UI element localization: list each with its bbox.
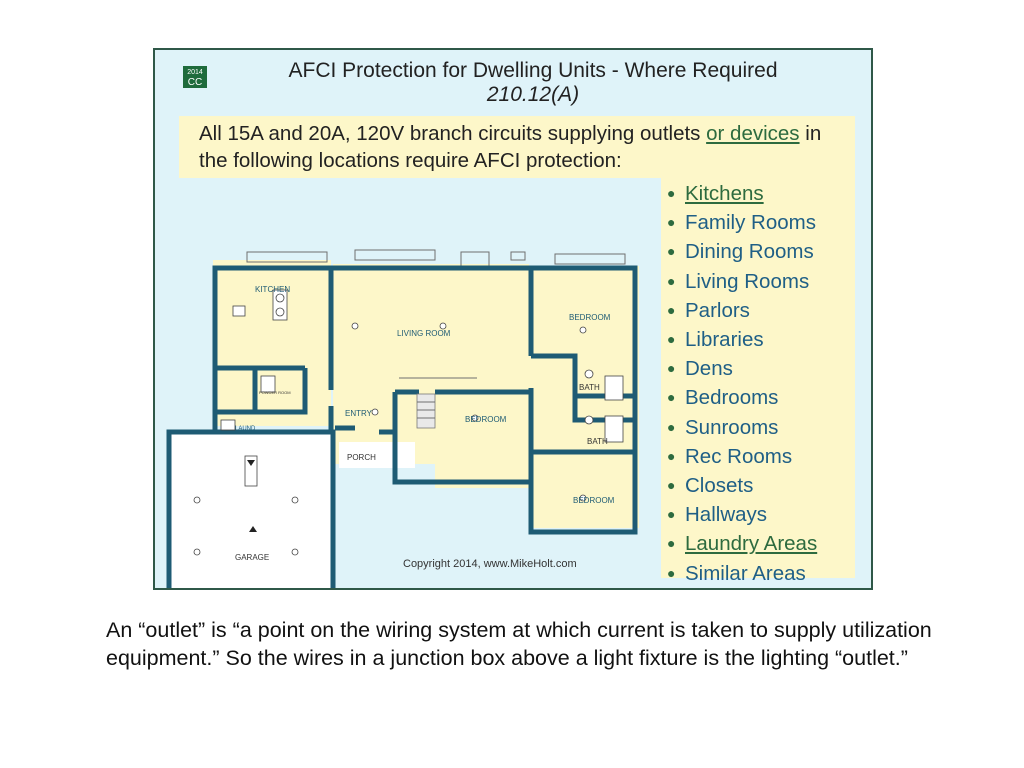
- location-item: ● Parlors: [667, 296, 817, 325]
- intro-before: All 15A and 20A, 120V branch circuits su…: [199, 122, 707, 145]
- location-item: ● Dining Rooms: [667, 237, 817, 266]
- location-item: ● Sunrooms: [667, 413, 817, 442]
- bullet-icon: ●: [667, 360, 676, 377]
- bullet-icon: ●: [667, 243, 676, 260]
- locations-list: ● Kitchens ● Family Rooms ● Dining Rooms ● Livi…: [667, 179, 817, 588]
- location-item: ● Bedrooms: [667, 383, 817, 412]
- bath-fixtures: [584, 369, 624, 443]
- location-label: Dining Rooms: [685, 240, 814, 264]
- location-label: Bedrooms: [685, 386, 779, 410]
- location-label: Kitchens: [685, 182, 764, 205]
- location-label: Closets: [685, 474, 754, 498]
- bullet-icon: ●: [667, 214, 676, 231]
- location-label: Family Rooms: [685, 211, 816, 235]
- location-label: Libraries: [685, 328, 764, 352]
- intro-link[interactable]: or devices: [706, 122, 800, 145]
- location-label: Living Rooms: [685, 269, 810, 293]
- bullet-icon: ●: [667, 331, 676, 348]
- location-item: ● Libraries: [667, 325, 817, 354]
- label-laundry: LAUND: [235, 426, 256, 432]
- copyright-text: Copyright 2014, www.MikeHolt.com: [403, 558, 577, 570]
- badge-code: CC: [187, 77, 203, 88]
- label-garage: GARAGE: [235, 553, 269, 562]
- label-entry: ENTRY: [345, 409, 373, 418]
- location-label: Laundry Areas: [685, 532, 818, 556]
- location-item: ● Hallways: [667, 500, 817, 529]
- location-label: Rec Rooms: [685, 444, 793, 468]
- ceiling-light-outlets: [193, 322, 587, 556]
- location-label: Similar Areas: [685, 561, 806, 585]
- location-label: Parlors: [685, 298, 750, 322]
- kitchen-fixtures: [220, 289, 288, 431]
- location-item[interactable]: ● Kitchens: [667, 179, 817, 208]
- location-label: Dens: [685, 357, 733, 381]
- label-powder-room: POWDER ROOM: [259, 390, 291, 395]
- label-porch: PORCH: [347, 453, 376, 462]
- location-item: ● Dens: [667, 354, 817, 383]
- figure-title: AFCI Protection for Dwelling Units - Whe…: [155, 59, 871, 107]
- porch-area: [339, 442, 415, 468]
- label-bedroom-ne: BEDROOM: [569, 313, 611, 322]
- subtitle-text: 210.12(A): [486, 83, 580, 106]
- bullet-icon: ●: [667, 535, 676, 552]
- label-bath-upper: BATH: [579, 383, 600, 392]
- afci-figure: 2014 CC AFCI Protection for Dwelling Uni…: [153, 48, 873, 590]
- bullet-icon: ●: [667, 564, 676, 581]
- bullet-icon: ●: [667, 272, 676, 289]
- bullet-icon: ●: [667, 185, 676, 201]
- bullet-icon: ●: [667, 447, 676, 464]
- location-label: Hallways: [685, 503, 768, 527]
- label-bedroom-se: BEDROOM: [573, 496, 615, 505]
- location-label: Sunrooms: [685, 415, 779, 439]
- code-badge: 2014 CC: [183, 66, 207, 88]
- bullet-icon: ●: [667, 477, 676, 494]
- location-item: ● Rec Rooms: [667, 442, 817, 471]
- bullet-icon: ●: [667, 389, 676, 406]
- bullet-icon: ●: [667, 301, 676, 318]
- locations-panel: ● Kitchens ● Family Rooms ● Dining Rooms ● Livi…: [661, 178, 855, 585]
- caption-text: An “outlet” is “a point on the wiring sy…: [106, 618, 932, 670]
- badge-year: 2014: [187, 69, 203, 76]
- label-kitchen: KITCHEN: [255, 285, 290, 294]
- intro-after: in the following locations require AFCI …: [199, 122, 822, 172]
- stairs: [416, 393, 436, 429]
- label-living-room: LIVING ROOM: [397, 329, 451, 338]
- location-item: ● Closets: [667, 471, 817, 500]
- bullet-icon: ●: [667, 418, 676, 435]
- location-item: ● Similar Areas: [667, 559, 817, 588]
- label-bedroom-center: BEDROOM: [465, 415, 507, 424]
- location-item: ● Family Rooms: [667, 208, 817, 237]
- intro-text: All 15A and 20A, 120V branch circuits su…: [179, 116, 855, 178]
- center-bedroom-area: [435, 360, 531, 488]
- garage-panel: [244, 455, 258, 532]
- kitchen-area: [213, 260, 331, 426]
- floor-plan-diagram: KITCHEN LIVING ROOM BEDROOM BATH BATH BE…: [166, 249, 639, 588]
- label-bath-lower: BATH: [587, 437, 608, 446]
- location-item[interactable]: ● Laundry Areas: [667, 529, 817, 558]
- location-item: ● Living Rooms: [667, 267, 817, 296]
- garage-area: [169, 430, 333, 588]
- bullet-icon: ●: [667, 506, 676, 523]
- title-text: AFCI Protection for Dwelling Units - Whe…: [288, 59, 778, 82]
